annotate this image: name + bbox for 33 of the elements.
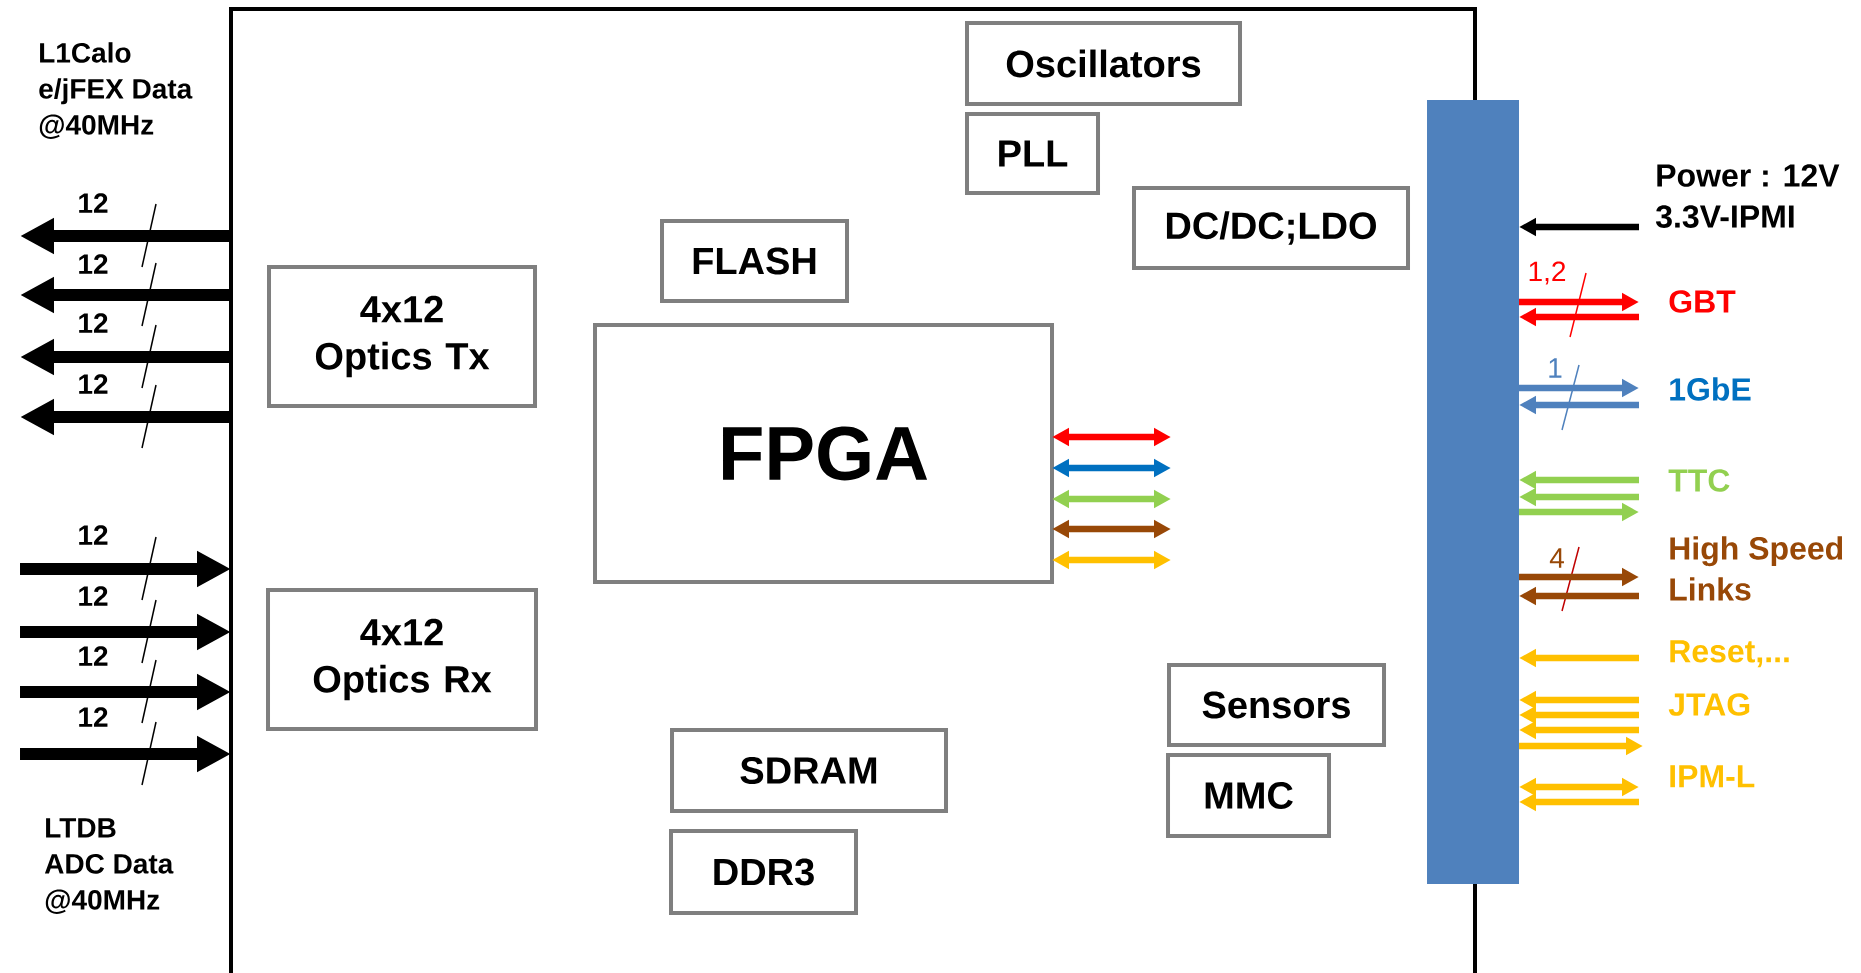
edge-label: 12 (76, 585, 110, 607)
signal-label: High Speed Links (1670, 536, 1843, 601)
edge-label: 12 (76, 645, 110, 667)
edge-label: 1,2 (1526, 260, 1568, 286)
edge-label: 12 (76, 312, 110, 334)
component-box: PLL (965, 112, 1100, 195)
signal-label: JTAG (1668, 693, 1750, 716)
component-box: DC/DC;LDO (1132, 186, 1410, 270)
signal-label: Power : 12V 3.3V-IPMI (1655, 164, 1840, 228)
edge-label: 12 (76, 373, 110, 395)
edge-label: 1 (1546, 357, 1564, 379)
component-box: SDRAM (670, 728, 948, 813)
data-description: L1Calo e/jFEX Data @40MHz (39, 42, 193, 139)
backplane-connector-bar (1427, 100, 1519, 884)
data-description: LTDB ADC Data @40MHz (44, 818, 174, 914)
signal-label: GBT (1669, 290, 1736, 313)
component-box: FLASH (660, 219, 849, 303)
component-box: MMC (1166, 753, 1331, 838)
component-box: DDR3 (669, 829, 858, 915)
edge-label: 12 (76, 706, 110, 728)
signal-label: 1GbE (1670, 377, 1751, 401)
signal-label: Reset,... (1670, 640, 1789, 668)
component-box: Sensors (1167, 663, 1386, 747)
edge-label: 12 (76, 192, 110, 214)
component-box: Oscillators (965, 21, 1242, 106)
fpga-box: FPGA (593, 323, 1054, 584)
signal-label: IPM-L (1670, 765, 1755, 788)
edge-label: 12 (76, 253, 110, 275)
signal-label: TTC (1668, 469, 1730, 492)
edge-label: 12 (76, 524, 110, 546)
component-box: 4x12 Optics Rx (266, 588, 538, 731)
edge-label: 4 (1548, 547, 1566, 569)
component-box: 4x12 Optics Tx (267, 265, 537, 408)
